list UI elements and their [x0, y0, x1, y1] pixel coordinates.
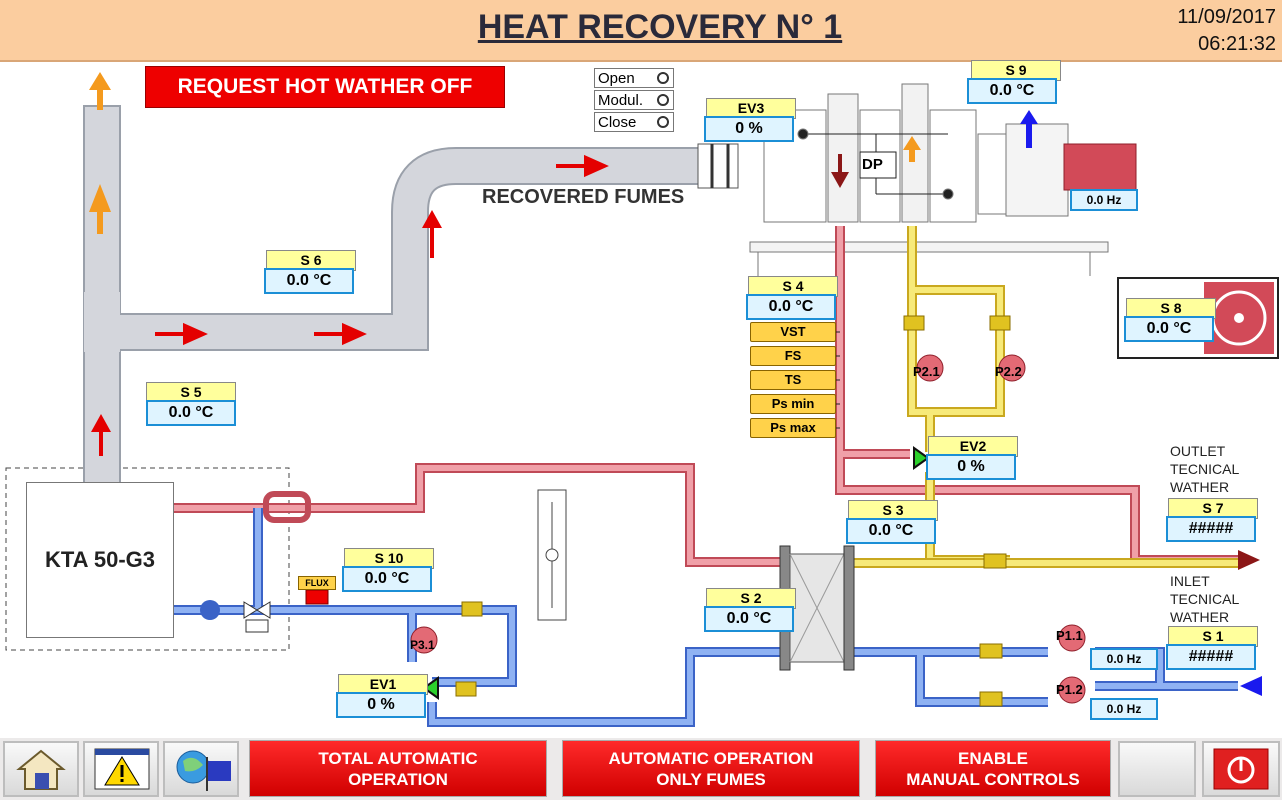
- ev2-value[interactable]: 0 %: [926, 454, 1016, 480]
- sensor-s4-value[interactable]: 0.0 °C: [746, 294, 836, 320]
- empty-button[interactable]: [1118, 741, 1196, 797]
- fume-flow-arrows: [91, 154, 609, 456]
- datetime-display: 11/09/2017 06:21:32: [1177, 4, 1276, 58]
- pump-p11-label[interactable]: P1.1: [1056, 628, 1083, 643]
- fume-down-arrow: [831, 154, 849, 188]
- sensor-s7-value[interactable]: #####: [1166, 516, 1256, 542]
- sensor-s8-label: S 8: [1126, 298, 1216, 319]
- pump-p21-label[interactable]: P2.1: [913, 364, 940, 379]
- ev3-value[interactable]: 0 %: [704, 116, 794, 142]
- flux-label: FLUX: [298, 576, 336, 590]
- page-title: HEAT RECOVERY N° 1: [477, 8, 843, 46]
- globe-flag-icon: [176, 750, 231, 791]
- tag-ps-max: Ps max: [750, 418, 836, 438]
- pumps-graphics: [410, 354, 1086, 704]
- power-icon: [1213, 748, 1269, 790]
- sensor-s3-value[interactable]: 0.0 °C: [846, 518, 936, 544]
- pump-p12-freq: 0.0 Hz: [1090, 698, 1158, 720]
- mode-modul-label: Modul.: [598, 92, 644, 109]
- radio-icon: [657, 116, 669, 128]
- language-button[interactable]: [163, 741, 239, 797]
- process-diagram: REQUEST HOT WATHER OFF Open Modul. Close…: [0, 60, 1282, 738]
- dp-label: DP: [862, 156, 883, 173]
- sensor-s2-value[interactable]: 0.0 °C: [704, 606, 794, 632]
- hand-valves: [455, 315, 1011, 707]
- ev1-value[interactable]: 0 %: [336, 692, 426, 718]
- sensor-s8-value[interactable]: 0.0 °C: [1124, 316, 1214, 342]
- date-text: 11/09/2017: [1177, 6, 1276, 28]
- engine-pump: [200, 600, 220, 620]
- header-bar: HEAT RECOVERY N° 1 11/09/2017 06:21:32: [0, 0, 1282, 62]
- piping-diagram: [5, 72, 1279, 727]
- sensor-s6-value[interactable]: 0.0 °C: [264, 268, 354, 294]
- tag-vst: VST: [750, 322, 836, 342]
- tag-fs: FS: [750, 346, 836, 366]
- pump-p11-freq: 0.0 Hz: [1090, 648, 1158, 670]
- engine-boundary: [5, 467, 290, 651]
- engine-valve: [243, 601, 271, 633]
- fume-exchanger: [749, 83, 1137, 276]
- flux-switch: [305, 589, 329, 605]
- mode-open[interactable]: Open: [594, 68, 674, 88]
- home-button[interactable]: [3, 741, 79, 797]
- exhaust-up-arrow: [1020, 110, 1038, 148]
- pump-p22-label[interactable]: P2.2: [995, 364, 1022, 379]
- ev3-label: EV3: [706, 98, 796, 119]
- sensor-s9-label: S 9: [971, 60, 1061, 81]
- request-hot-water-off-button[interactable]: REQUEST HOT WATHER OFF: [145, 66, 505, 108]
- inlet-arrow: [1240, 676, 1262, 696]
- sensor-s5-value[interactable]: 0.0 °C: [146, 400, 236, 426]
- radio-icon: [657, 94, 669, 106]
- mode-close[interactable]: Close: [594, 112, 674, 132]
- sensor-s3-label: S 3: [848, 500, 938, 521]
- time-text: 06:21:32: [1198, 33, 1276, 55]
- home-icon: [16, 749, 66, 790]
- sensor-s10-value[interactable]: 0.0 °C: [342, 566, 432, 592]
- recovered-fumes-label: RECOVERED FUMES: [482, 186, 685, 208]
- pump-p31-label[interactable]: P3.1: [410, 638, 435, 652]
- outlet-arrow: [1238, 550, 1260, 570]
- fume-up-arrow: [903, 136, 921, 162]
- fan-freq: 0.0 Hz: [1070, 189, 1138, 211]
- power-button[interactable]: [1202, 741, 1280, 797]
- pump-p12-label[interactable]: P1.2: [1056, 682, 1083, 697]
- sensor-s9-value[interactable]: 0.0 °C: [967, 78, 1057, 104]
- radiator: [263, 489, 567, 621]
- mode-close-label: Close: [598, 114, 637, 131]
- tag-ps-min: Ps min: [750, 394, 836, 414]
- sensor-s1-value[interactable]: #####: [1166, 644, 1256, 670]
- sensor-s10-label: S 10: [344, 548, 434, 569]
- tag-ts: TS: [750, 370, 836, 390]
- engine-block[interactable]: KTA 50-G3: [26, 482, 174, 638]
- mode-open-label: Open: [598, 70, 635, 87]
- mode-modul[interactable]: Modul.: [594, 90, 674, 110]
- warning-icon: [94, 748, 150, 790]
- fume-out-arrows: [89, 72, 111, 234]
- radio-icon: [657, 72, 669, 84]
- exhaust-pipe: [83, 105, 739, 485]
- alarms-button[interactable]: [83, 741, 159, 797]
